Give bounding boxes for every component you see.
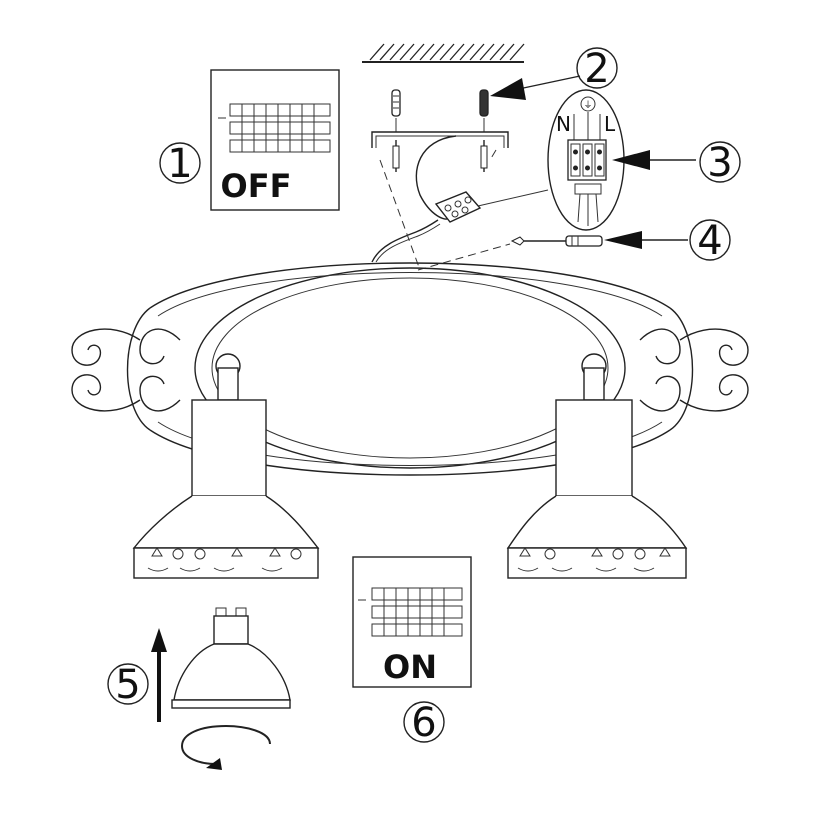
scroll-ornament-right [639, 328, 749, 412]
earth-symbol: ⏚ [583, 100, 592, 111]
callout-arrow-2 [490, 75, 581, 100]
switch-panel-off: OFF [210, 69, 340, 211]
step-6-label: 6 [411, 700, 436, 746]
wall-plug-left [391, 89, 401, 132]
step-3-label: 3 [707, 140, 732, 186]
live-label: L [604, 112, 616, 136]
step-badge-2: 2 [576, 46, 618, 92]
step-1-label: 1 [167, 141, 192, 187]
gu10-bulb [171, 607, 291, 709]
scroll-ornament-left [71, 328, 181, 412]
callout-arrow-4 [604, 231, 688, 249]
step-4-label: 4 [697, 218, 722, 264]
step-badge-6: 6 [403, 700, 445, 746]
insert-arrow [151, 628, 167, 722]
supply-cable [371, 135, 457, 263]
switch-on-label: ON [383, 648, 437, 686]
step-badge-1: 1 [159, 141, 201, 187]
alignment-guides [379, 149, 511, 271]
step-badge-3: 3 [699, 140, 741, 186]
neutral-label: N [556, 112, 571, 136]
step-badge-4: 4 [689, 218, 731, 264]
spotlight-left-pattern [147, 547, 302, 572]
screwdriver [510, 235, 603, 247]
callout-arrow-3 [612, 150, 696, 170]
step-badge-5: 5 [107, 662, 149, 708]
ceiling [362, 43, 525, 63]
switch-off-label: OFF [221, 167, 292, 205]
wall-plug-right [479, 89, 489, 132]
spotlight-right [506, 353, 688, 579]
mounting-bracket [371, 131, 509, 148]
wiring-detail: ⏚ N L [477, 89, 625, 231]
spotlight-right-pattern [517, 547, 671, 572]
screw-right [480, 140, 488, 172]
screw-left [392, 140, 400, 172]
spotlight-left [132, 353, 320, 579]
terminal-block [434, 191, 482, 223]
step-5-label: 5 [115, 662, 140, 708]
switch-panel-on: ON [352, 556, 472, 688]
rotate-arrow [180, 724, 271, 770]
ceiling-plate [194, 267, 626, 469]
step-2-label: 2 [584, 46, 609, 92]
